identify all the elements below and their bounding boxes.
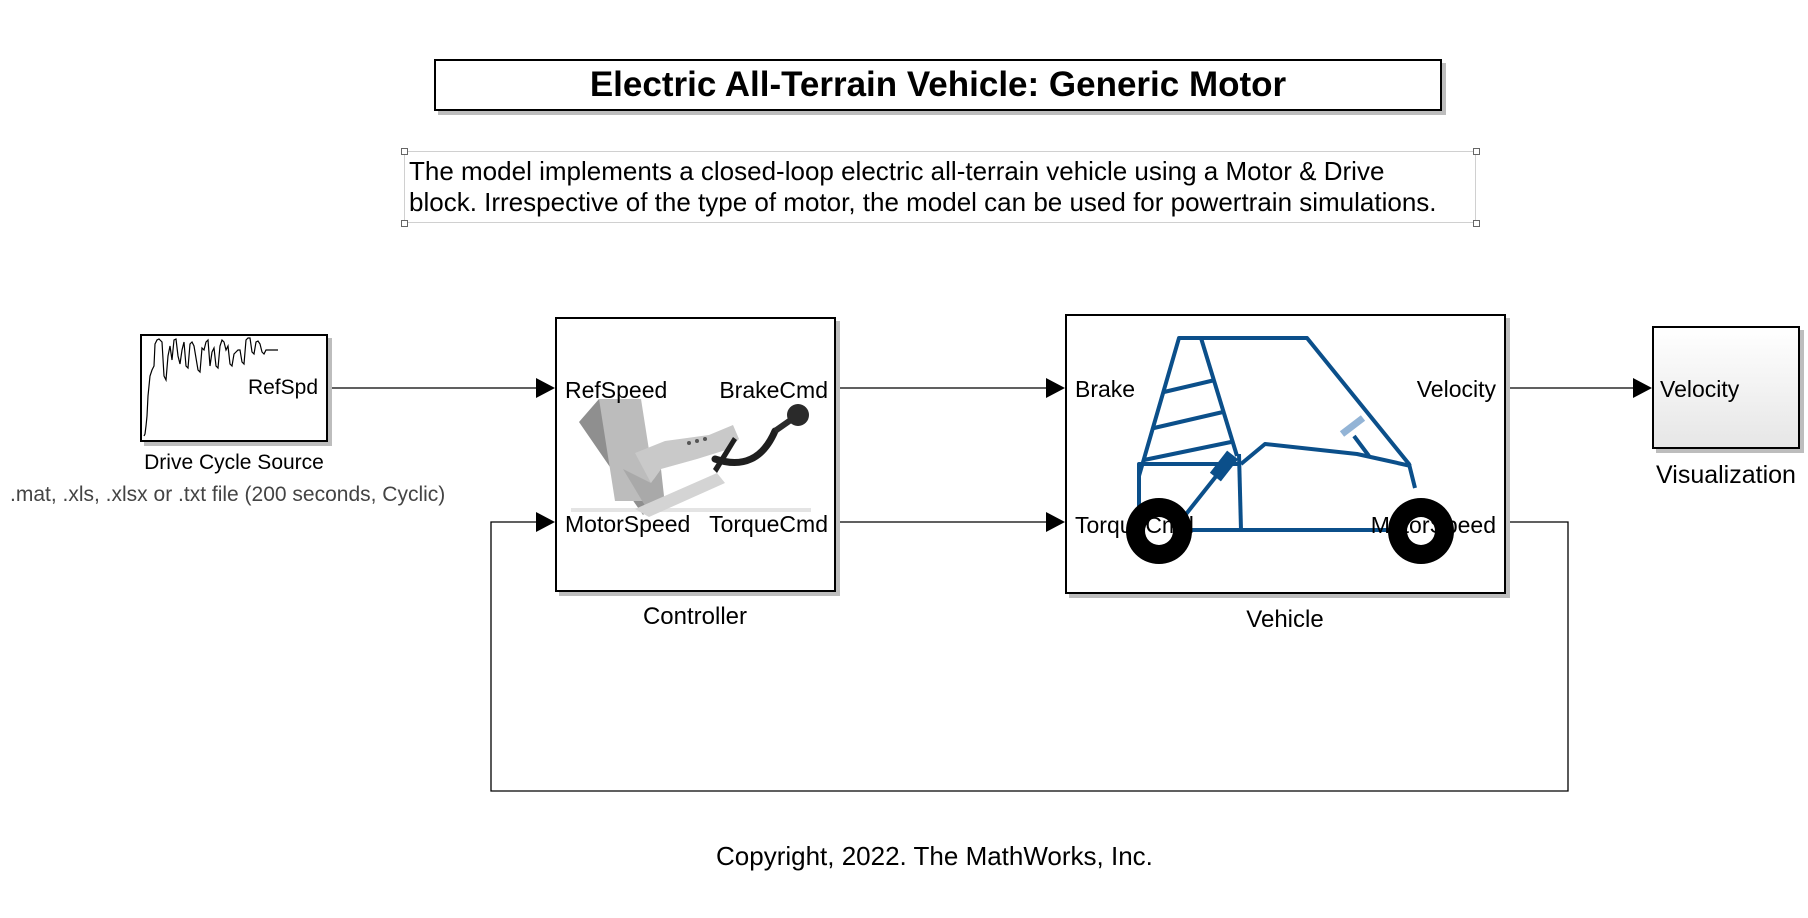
- signal-motorspeed-feedback[interactable]: [490, 521, 1569, 792]
- pedal-icon: [571, 399, 811, 517]
- port-label-velocity-in: Velocity: [1660, 376, 1740, 402]
- arrow-velocity-in: [1633, 378, 1652, 398]
- resize-handle-top-right[interactable]: [1473, 148, 1480, 155]
- resize-handle-bottom-right[interactable]: [1473, 220, 1480, 227]
- drive-cycle-icon: [143, 337, 278, 437]
- arrow-refspeed-in: [536, 378, 555, 398]
- arrow-motorspeed-in: [536, 512, 555, 532]
- drive-cycle-source-sublabel: .mat, .xls, .xlsx or .txt file (200 seco…: [10, 483, 446, 506]
- vehicle-block[interactable]: Brake TorqueCmd Velocity MotorSpeed: [1065, 314, 1506, 594]
- drive-cycle-source-label: Drive Cycle Source: [144, 451, 324, 474]
- model-title[interactable]: Electric All-Terrain Vehicle: Generic Mo…: [434, 59, 1442, 111]
- port-label-refspd: RefSpd: [247, 376, 318, 399]
- controller-block[interactable]: RefSpeed MotorSpeed BrakeCmd TorqueCmd: [555, 317, 836, 592]
- port-label-velocity-out: Velocity: [1416, 376, 1496, 402]
- vehicle-icon: [1126, 336, 1454, 564]
- description-line-2: block. Irrespective of the type of motor…: [409, 187, 1437, 217]
- description-line-1: The model implements a closed-loop elect…: [409, 156, 1385, 186]
- vehicle-label: Vehicle: [1246, 606, 1324, 633]
- controller-label: Controller: [642, 603, 748, 630]
- visualization-block[interactable]: Velocity: [1652, 326, 1800, 449]
- copyright-text: Copyright, 2022. The MathWorks, Inc.: [716, 841, 1153, 871]
- arrow-torquecmd-in: [1046, 512, 1065, 532]
- port-label-torquecmd-out: TorqueCmd: [709, 511, 828, 537]
- visualization-label: Visualization: [1656, 461, 1796, 489]
- port-label-brakecmd: BrakeCmd: [719, 377, 828, 403]
- model-title-text: Electric All-Terrain Vehicle: Generic Mo…: [589, 65, 1287, 104]
- port-label-brake: Brake: [1075, 376, 1136, 402]
- arrow-brake-in: [1046, 378, 1065, 398]
- port-label-torquecmd-in: TorqueCmd: [1075, 512, 1194, 538]
- resize-handle-top-left[interactable]: [401, 148, 408, 155]
- description-annotation[interactable]: The model implements a closed-loop elect…: [404, 151, 1476, 223]
- drive-cycle-source-block[interactable]: RefSpd: [140, 334, 328, 442]
- port-label-motorspeed-out: MotorSpeed: [1370, 512, 1496, 538]
- resize-handle-bottom-left[interactable]: [401, 220, 408, 227]
- port-label-motorspeed-in: MotorSpeed: [565, 511, 691, 537]
- port-label-refspeed: RefSpeed: [565, 377, 668, 403]
